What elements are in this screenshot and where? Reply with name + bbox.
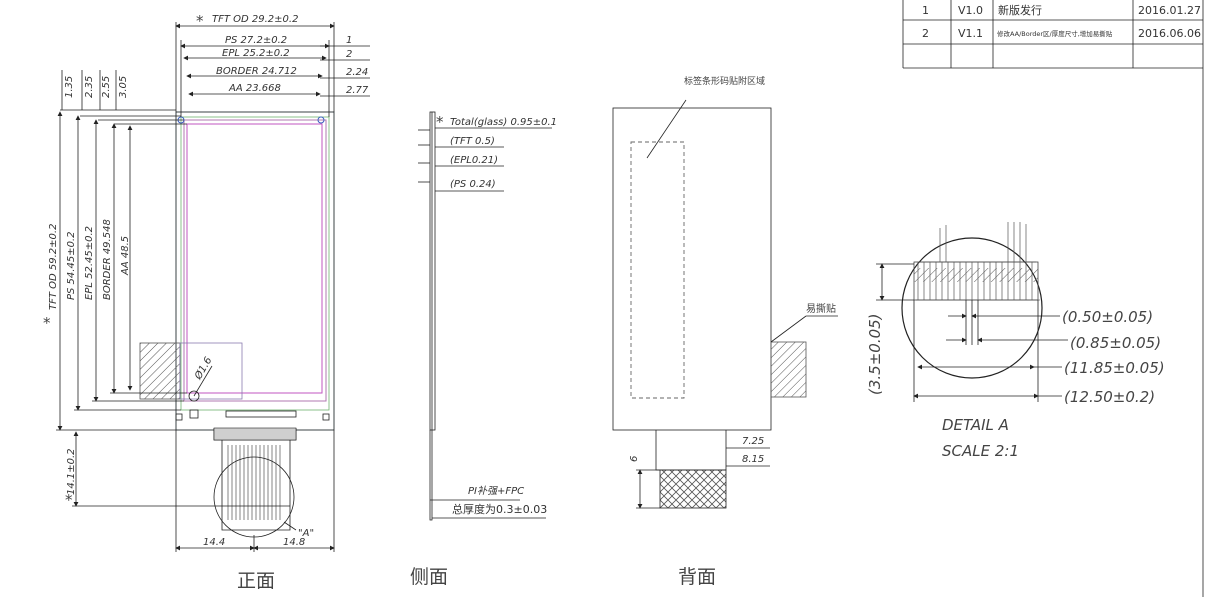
pi-fpc-note: PI补强+FPC xyxy=(468,485,524,497)
ps-width: PS 27.2±0.2 xyxy=(225,35,287,46)
back-dim-725: 7.25 xyxy=(742,436,764,447)
ps-height: PS 54.45±0.2 xyxy=(66,232,77,300)
detail-height: (3.5±0.05) xyxy=(866,313,884,395)
detail-dim-3: (11.85±0.05) xyxy=(1064,359,1165,377)
rev-1-no: 1 xyxy=(922,4,929,17)
star-top: * xyxy=(196,12,204,30)
front-view: Ø1.6 "A" * TFT OD 29.2±0.2 PS 27. xyxy=(43,12,370,592)
offset-2: 2 xyxy=(346,49,352,60)
back-dim-6: 6 xyxy=(629,456,640,462)
fpc-height: 14.1±0.2 xyxy=(66,448,77,495)
total-thickness-note: 总厚度为0.3±0.03 xyxy=(452,502,547,516)
detail-dim-1: (0.50±0.05) xyxy=(1062,308,1153,326)
top-305: 3.05 xyxy=(118,76,129,98)
border-height: BORDER 49.548 xyxy=(102,219,113,300)
epl-thickness: (EPL0.21) xyxy=(450,155,498,166)
top-255: 2.55 xyxy=(101,76,112,98)
detail-scale: SCALE 2:1 xyxy=(942,442,1019,460)
star-left: * xyxy=(43,314,51,332)
epl-width: EPL 25.2±0.2 xyxy=(222,48,290,59)
detail-ref-label: "A" xyxy=(298,528,314,539)
side-view-title: 侧面 xyxy=(410,566,448,588)
rev-2-date: 2016.06.06 xyxy=(1138,27,1201,40)
top-135: 1.35 xyxy=(64,76,75,98)
offset-277: 2.77 xyxy=(346,85,369,96)
side-view: * Total(glass) 0.95±0.1 (TFT 0.5) (EPL0.… xyxy=(410,111,557,588)
total-glass-thickness: Total(glass) 0.95±0.1 xyxy=(450,117,557,128)
detail-name: DETAIL A xyxy=(942,416,1009,434)
hole-label: Ø1.6 xyxy=(192,355,215,382)
rev-2-version: V1.1 xyxy=(958,27,983,40)
aa-width: AA 23.668 xyxy=(228,83,281,94)
back-view: 标签条形码贴附区域 易撕贴 7.25 8.15 6 背面 xyxy=(612,75,838,588)
star-bottom: * xyxy=(65,491,73,509)
detail-dim-2: (0.85±0.05) xyxy=(1070,334,1161,352)
front-view-title: 正面 xyxy=(237,570,275,592)
rev-2-no: 2 xyxy=(922,27,929,40)
tft-thickness: (TFT 0.5) xyxy=(450,136,495,147)
detail-dim-4: (12.50±0.2) xyxy=(1064,388,1155,406)
top-235: 2.35 xyxy=(84,76,95,98)
tft-od-height: TFT OD 59.2±0.2 xyxy=(48,224,59,310)
rev-2-desc: 修改AA/Border区/厚度尺寸,增加易撕贴 xyxy=(997,29,1113,38)
back-view-title: 背面 xyxy=(678,566,716,588)
rev-1-version: V1.0 xyxy=(958,4,983,17)
border-width: BORDER 24.712 xyxy=(216,66,297,77)
epl-height: EPL 52.45±0.2 xyxy=(84,226,95,300)
bottom-left-width: 14.4 xyxy=(203,537,225,548)
rev-1-date: 2016.01.27 xyxy=(1138,4,1201,17)
offset-1: 1 xyxy=(346,35,352,46)
back-dim-815: 8.15 xyxy=(742,454,764,465)
tft-od-width: TFT OD 29.2±0.2 xyxy=(212,14,298,25)
offset-224: 2.24 xyxy=(346,67,368,78)
bottom-right-width: 14.8 xyxy=(283,537,305,548)
label-area-note: 标签条形码贴附区域 xyxy=(684,75,765,87)
ps-thickness: (PS 0.24) xyxy=(450,179,496,190)
aa-height: AA 48.5 xyxy=(120,236,131,276)
easy-tear-label: 易撕贴 xyxy=(806,302,836,315)
rev-1-desc: 新版发行 xyxy=(998,3,1042,17)
detail-a: (3.5±0.05) (0.50±0.05) (0.85±0.05) (11.8… xyxy=(866,222,1165,460)
revision-table: 1 V1.0 新版发行 2016.01.27 2 V1.1 修改AA/Borde… xyxy=(902,0,1204,597)
side-star: * xyxy=(436,113,444,131)
